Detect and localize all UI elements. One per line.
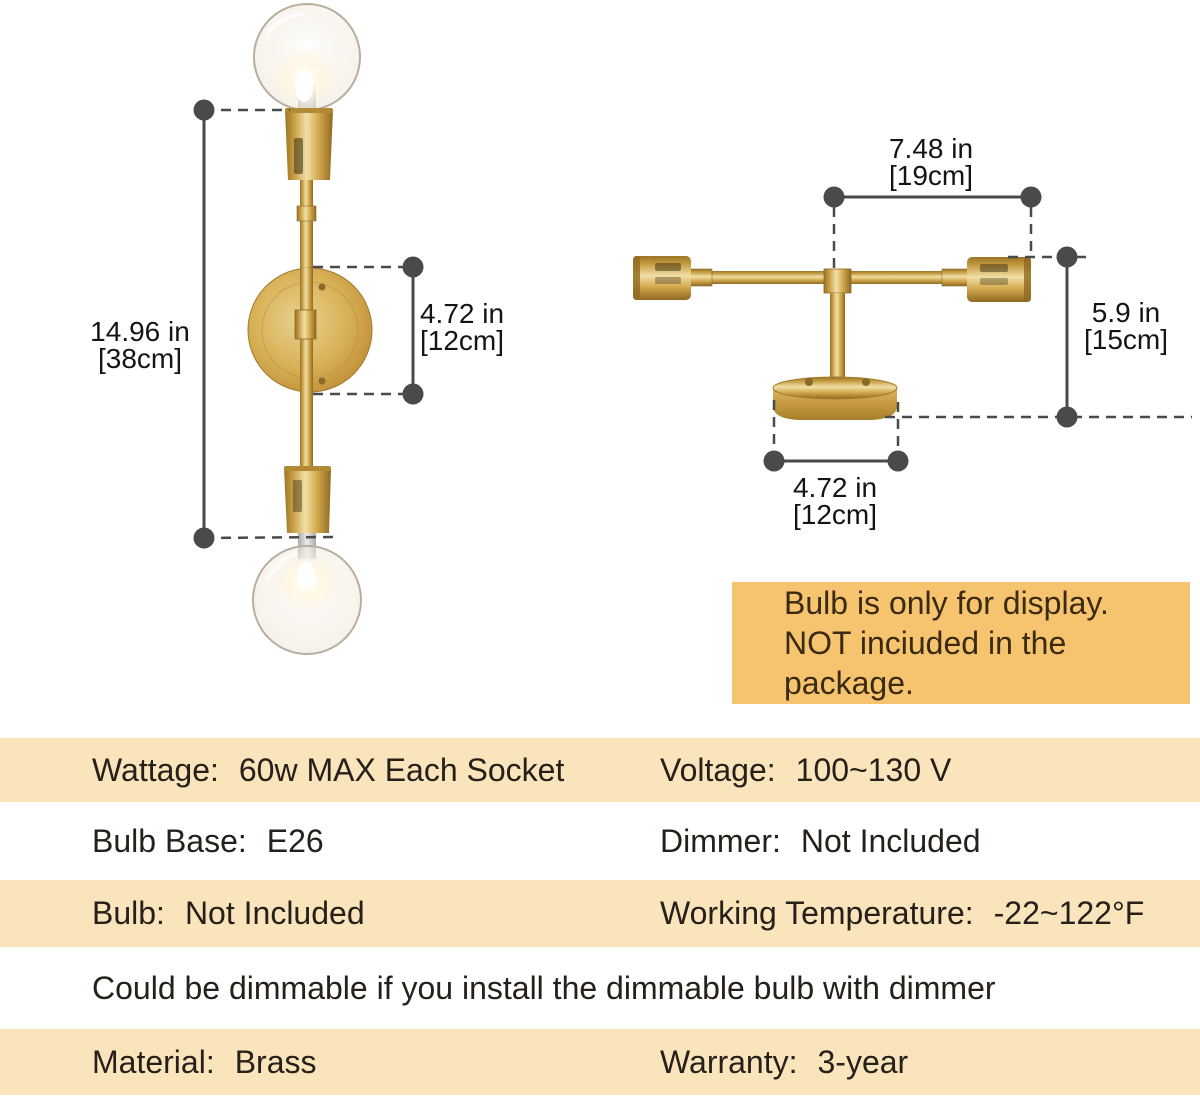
top-bulb xyxy=(253,3,361,113)
spec-row-material-warranty: Material: Brass Warranty: 3-year xyxy=(0,1029,1200,1095)
dimension-front-height-inches: 14.96 in xyxy=(90,316,190,347)
spec-voltage-label: Voltage: xyxy=(660,751,776,788)
side-junction xyxy=(823,268,852,294)
dimension-front-backplate-metric: [12cm] xyxy=(419,325,505,356)
spec-row-wattage-voltage: Wattage: 60w MAX Each Socket Voltage: 100~… xyxy=(0,738,1200,802)
wall-backplate xyxy=(247,267,373,393)
spec-wattage: Wattage: 60w MAX Each Socket xyxy=(92,752,564,789)
spec-working-temperature-label: Working Temperature: xyxy=(660,895,974,931)
spec-working-temperature: Working Temperature: -22~122°F xyxy=(660,895,1144,932)
side-right-socket xyxy=(967,257,1031,302)
dimension-side-base-inches: 4.72 in xyxy=(792,472,878,503)
dimension-front-backplate-inches: 4.72 in xyxy=(419,298,505,329)
dimension-side-width-metric: [19cm] xyxy=(888,160,974,191)
spec-bulb-base-label: Bulb Base: xyxy=(92,822,247,859)
side-mounting-base xyxy=(772,376,898,420)
spec-bulb-value: Not Included xyxy=(184,895,365,931)
bulb-disclaimer-line2: NOT inciuded in the package. xyxy=(784,625,1067,701)
spec-warranty-value: 3-year xyxy=(817,1043,909,1080)
front-dimension-lines xyxy=(193,99,424,549)
spec-wattage-label: Wattage: xyxy=(92,751,219,788)
spec-wattage-value: 60w MAX Each Socket xyxy=(238,751,565,788)
rod-slider xyxy=(294,309,317,340)
spec-row-dimmable-note: Could be dimmable if you install the dim… xyxy=(0,947,1200,1029)
dimension-front-backplate: 4.72 in [12cm] xyxy=(419,298,505,356)
spec-warranty: Warranty: 3-year xyxy=(660,1044,908,1081)
side-stem xyxy=(830,293,845,388)
bottom-bulb xyxy=(252,533,362,655)
top-socket xyxy=(285,108,333,180)
dimension-side-height-metric: [15cm] xyxy=(1083,324,1169,355)
spec-bulb-base-value: E26 xyxy=(266,822,324,859)
front-view-fixture xyxy=(247,3,373,655)
front-rod-sleeve xyxy=(296,205,317,222)
spec-row-bulbbase-dimmer: Bulb Base: E26 Dimmer: Not Included xyxy=(0,802,1200,880)
spec-bulb-base: Bulb Base: E26 xyxy=(92,823,324,860)
spec-dimmer-label: Dimmer: xyxy=(660,822,781,859)
spec-material-value: Brass xyxy=(234,1043,317,1080)
bottom-socket xyxy=(284,466,331,533)
side-left-socket xyxy=(633,256,691,300)
side-dimension-lines xyxy=(763,186,1192,472)
dimension-side-width-inches: 7.48 in xyxy=(888,133,974,164)
spec-warranty-label: Warranty: xyxy=(660,1043,798,1080)
dimension-front-height-metric: [38cm] xyxy=(97,343,183,374)
dimension-front-height: 14.96 in [38cm] xyxy=(90,316,190,374)
side-view-fixture xyxy=(633,256,1031,420)
spec-bulb-label: Bulb: xyxy=(92,895,165,931)
spec-dimmer: Dimmer: Not Included xyxy=(660,823,981,860)
spec-dimmer-value: Not Included xyxy=(800,822,981,859)
dimension-side-height-inches: 5.9 in xyxy=(1091,297,1161,328)
spec-material-label: Material: xyxy=(92,1043,215,1080)
spec-voltage-value: 100~130 V xyxy=(795,751,952,788)
spec-dimmable-note: Could be dimmable if you install the dim… xyxy=(92,969,996,1006)
fixture-diagram xyxy=(193,3,1192,655)
bulb-disclaimer-note: Bulb is only for display. NOT inciuded i… xyxy=(732,582,1190,704)
spec-working-temperature-value: -22~122°F xyxy=(993,895,1145,931)
spec-voltage: Voltage: 100~130 V xyxy=(660,752,951,789)
bulb-disclaimer-line1: Bulb is only for display. xyxy=(784,585,1109,621)
spec-bulb: Bulb: Not Included xyxy=(92,895,365,932)
dimension-side-width: 7.48 in [19cm] xyxy=(888,133,974,191)
spec-row-bulb-workingtemp: Bulb: Not Included Working Temperature: -2… xyxy=(0,880,1200,947)
dimension-side-height: 5.9 in [15cm] xyxy=(1083,297,1169,355)
dimension-side-base: 4.72 in [12cm] xyxy=(792,472,878,530)
dimension-side-base-metric: [12cm] xyxy=(792,499,878,530)
spec-material: Material: Brass xyxy=(92,1044,317,1081)
